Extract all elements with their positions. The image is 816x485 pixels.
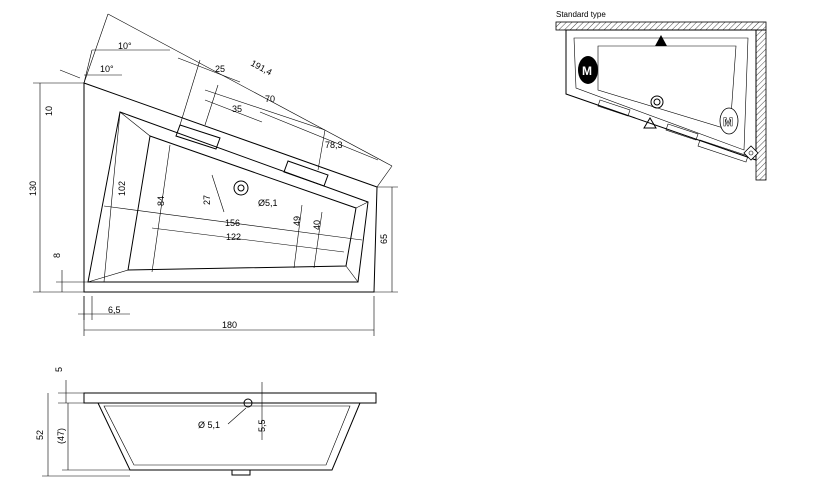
section-view: 5 52 (47) Ø 5,1 5,5: [35, 367, 377, 477]
dim-35: 35: [232, 104, 242, 114]
dim-84: 84: [156, 196, 166, 206]
wall-top: [555, 21, 767, 31]
valve-icon: [743, 145, 759, 161]
dim-70: 70: [265, 94, 275, 104]
dim-52: 52: [35, 430, 45, 440]
section-body: [97, 402, 361, 471]
motor-filled-icon: M: [578, 56, 598, 84]
dim-6-5: 6,5: [108, 305, 121, 315]
standard-type-view: Standard type M M: [555, 10, 767, 181]
overflow-icon: [243, 398, 253, 408]
motor-outline-icon: M: [719, 107, 739, 135]
dim-47: (47): [56, 428, 66, 444]
dim-102: 102: [117, 181, 127, 196]
dim-angle-a: 10°: [118, 41, 132, 51]
dim-78-3: 78,3: [325, 140, 343, 150]
plan-view: 10° 10° 25 191,4 35 70 78,3 10 130 102 8…: [28, 13, 398, 336]
dim-65: 65: [379, 234, 389, 244]
dim-156: 156: [225, 218, 240, 228]
plan-dimension-lines: [33, 13, 398, 336]
dim-angle-b: 10°: [100, 64, 114, 74]
dim-49: 49: [292, 216, 302, 226]
dim-130: 130: [28, 181, 38, 196]
wall-right: [755, 29, 767, 181]
dim-5-5: 5,5: [257, 419, 267, 432]
dim-191-4: 191,4: [249, 58, 274, 77]
triangle-outline-icon: [643, 117, 657, 129]
triangle-marker-icon: [655, 35, 667, 46]
tub-outer-outline: [83, 82, 378, 293]
drain-icon: [233, 180, 249, 196]
dim-27: 27: [202, 195, 212, 205]
headrest-left: [175, 124, 221, 150]
dim-40: 40: [312, 220, 322, 230]
dim-hole: Ø5,1: [258, 198, 278, 208]
drain-standard-icon: [650, 95, 664, 109]
dim-5: 5: [54, 367, 64, 372]
dim-122: 122: [226, 232, 241, 242]
standard-type-title: Standard type: [556, 10, 606, 19]
dim-10-left: 10: [44, 106, 54, 116]
section-dimension-lines: [42, 380, 263, 477]
dim-8: 8: [52, 253, 62, 258]
section-rim: [83, 392, 377, 404]
dim-180: 180: [222, 320, 237, 330]
dim-25: 25: [215, 64, 225, 74]
standard-tub-outer: [565, 29, 757, 161]
headrest-right: [283, 160, 329, 187]
svg-text:M: M: [582, 64, 592, 78]
svg-text:M: M: [723, 115, 733, 129]
dim-section-hole: Ø 5,1: [198, 420, 220, 430]
